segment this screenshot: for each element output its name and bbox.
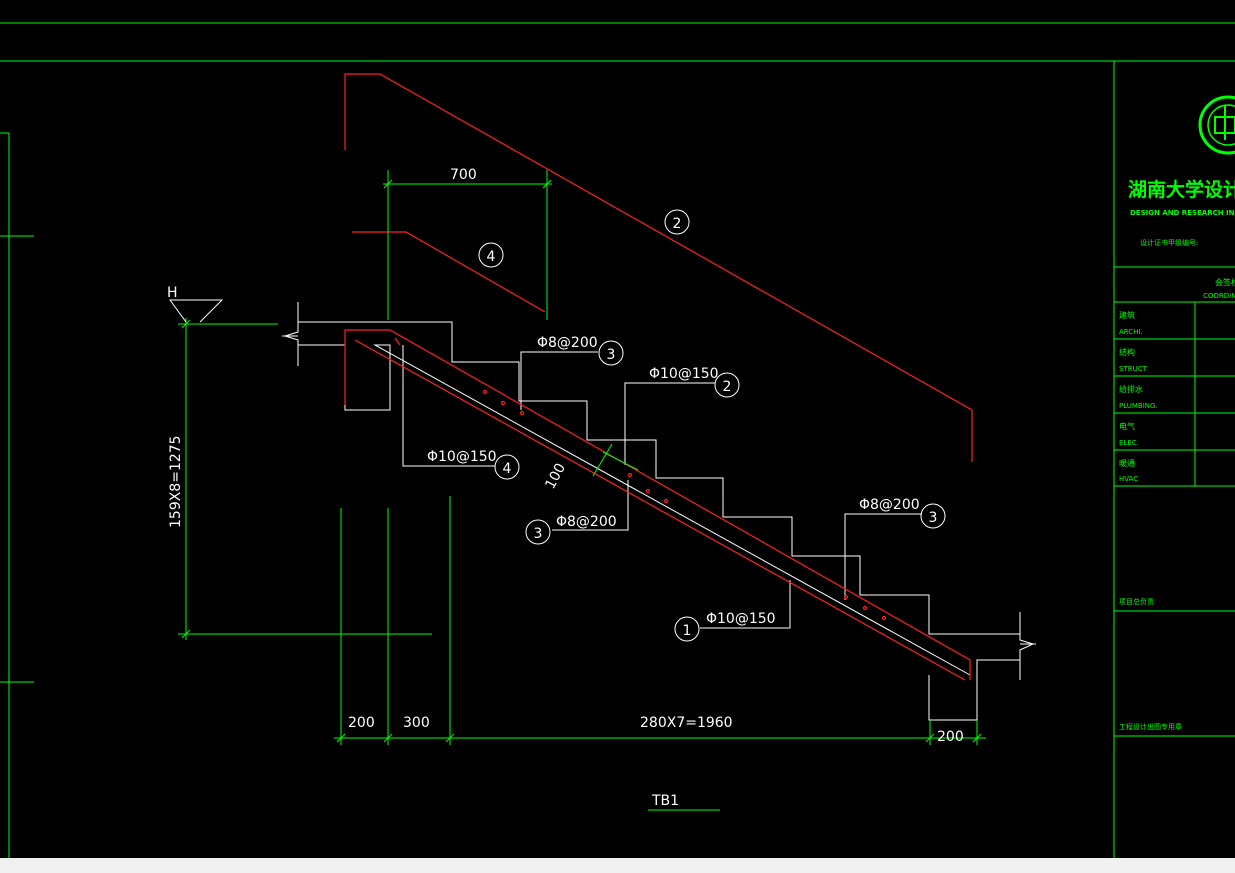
dim-bottom-a: 200 (348, 715, 375, 731)
status-bar (0, 858, 1235, 873)
bar-mark-2: 2 (664, 209, 690, 235)
svg-text:Φ10@150: Φ10@150 (706, 611, 776, 627)
svg-text:结构: 结构 (1119, 347, 1135, 357)
svg-text:Φ8@200: Φ8@200 (537, 335, 598, 351)
svg-text:Φ8@200: Φ8@200 (859, 497, 920, 513)
svg-text:Φ10@150: Φ10@150 (427, 449, 497, 465)
dim-bottom-end: 200 (937, 729, 964, 745)
row-struct: 结构 STRUCT (1119, 347, 1148, 373)
title-block: 湖南大学设计研 DESIGN AND RESEARCH INSTITUTE 设计… (1114, 95, 1235, 737)
dim-bottom-b: 300 (403, 715, 430, 731)
svg-text:3: 3 (534, 526, 543, 542)
svg-text:STRUCT: STRUCT (1119, 365, 1148, 373)
svg-text:PLUMBING.: PLUMBING. (1119, 402, 1158, 410)
dim-top-width: 700 (450, 167, 477, 183)
svg-text:暖通: 暖通 (1119, 458, 1135, 468)
svg-text:1: 1 (683, 623, 692, 639)
svg-text:Φ8@200: Φ8@200 (556, 514, 617, 530)
bar-mark-4: 4 (478, 242, 504, 268)
stamp-label: 工程设计出图专用章 (1119, 722, 1182, 731)
svg-text:给排水: 给排水 (1119, 384, 1143, 394)
drawing-frame (0, 22, 1235, 858)
rebar-callout-3b: 3 Φ8@200 (525, 514, 617, 545)
svg-text:2: 2 (723, 379, 732, 395)
svg-text:3: 3 (607, 347, 616, 363)
svg-text:HVAC: HVAC (1119, 475, 1138, 483)
row-hvac: 暖通 HVAC (1119, 458, 1138, 483)
dimension-lines (169, 170, 986, 811)
row-archi: 建筑 ARCHI. (1119, 310, 1143, 336)
rebar-callout-2a: Φ10@150 2 (649, 366, 740, 398)
dim-vertical: 159X8=1275 (168, 435, 184, 528)
dim-slab: 100 (542, 461, 569, 492)
level-mark: H (167, 285, 178, 301)
svg-text:4: 4 (487, 249, 496, 265)
svg-text:2: 2 (673, 216, 682, 232)
rebar-callout-3c: Φ8@200 3 (859, 497, 946, 529)
dim-bottom-main: 280X7=1960 (640, 715, 733, 731)
svg-text:Φ10@150: Φ10@150 (649, 366, 719, 382)
project-lead-label: 项目总负责 (1119, 597, 1154, 606)
row-elec: 电气 ELEC. (1119, 421, 1139, 447)
row-plumbing: 给排水 PLUMBING. (1119, 384, 1158, 410)
svg-text:建筑: 建筑 (1119, 310, 1135, 320)
stair-outline (282, 302, 1036, 721)
cert-label: 设计证书甲级编号: (1140, 238, 1198, 247)
coord-title-en: COORDINA (1203, 292, 1235, 300)
rebar-callout-4a: Φ10@150 4 (427, 449, 520, 480)
rebar-callout-3a: Φ8@200 3 (537, 335, 624, 366)
rebar-lines (344, 73, 973, 681)
institute-seal-icon (1198, 95, 1235, 155)
svg-text:电气: 电气 (1119, 421, 1135, 431)
drawing-title: TB1 (651, 793, 679, 809)
institute-name-en: DESIGN AND RESEARCH INSTITUTE (1130, 209, 1235, 217)
institute-name-cn: 湖南大学设计研 (1128, 178, 1235, 201)
rebar-callout-1a: 1 Φ10@150 (674, 611, 776, 642)
svg-text:4: 4 (503, 461, 512, 477)
svg-text:ARCHI.: ARCHI. (1119, 328, 1143, 336)
svg-text:3: 3 (929, 510, 938, 526)
coord-title-cn: 会签栏 (1215, 277, 1235, 287)
svg-text:ELEC.: ELEC. (1119, 439, 1139, 447)
